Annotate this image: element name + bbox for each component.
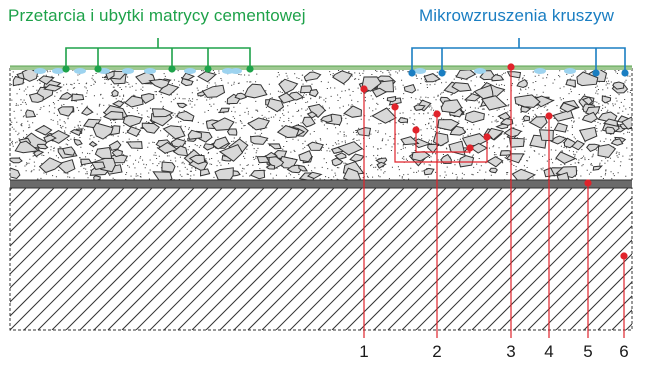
base-layer bbox=[10, 180, 632, 188]
substrate-hatching bbox=[10, 188, 632, 330]
label-aggregate-loosening: Mikrowzruszenia kruszyw bbox=[418, 6, 614, 25]
surface-wear-strip bbox=[10, 66, 632, 70]
blue-markers bbox=[408, 69, 629, 77]
callout-5: 5 bbox=[583, 342, 593, 361]
green-markers bbox=[62, 65, 254, 73]
callout-2: 2 bbox=[432, 342, 442, 361]
callout-6: 6 bbox=[619, 342, 629, 361]
blue-bracket bbox=[411, 38, 626, 72]
callout-1: 1 bbox=[359, 342, 369, 361]
leader-dots bbox=[360, 63, 628, 260]
aggregate-pieces bbox=[10, 68, 632, 180]
leader-lines bbox=[363, 67, 625, 338]
label-matrix-abrasion: Przetarcia i ubytki matrycy cementowej bbox=[8, 6, 306, 25]
surface-pits bbox=[34, 68, 576, 74]
callout-3: 3 bbox=[506, 342, 516, 361]
green-bracket bbox=[65, 38, 251, 68]
callout-4: 4 bbox=[544, 342, 554, 361]
substrate-outline bbox=[9, 187, 633, 331]
